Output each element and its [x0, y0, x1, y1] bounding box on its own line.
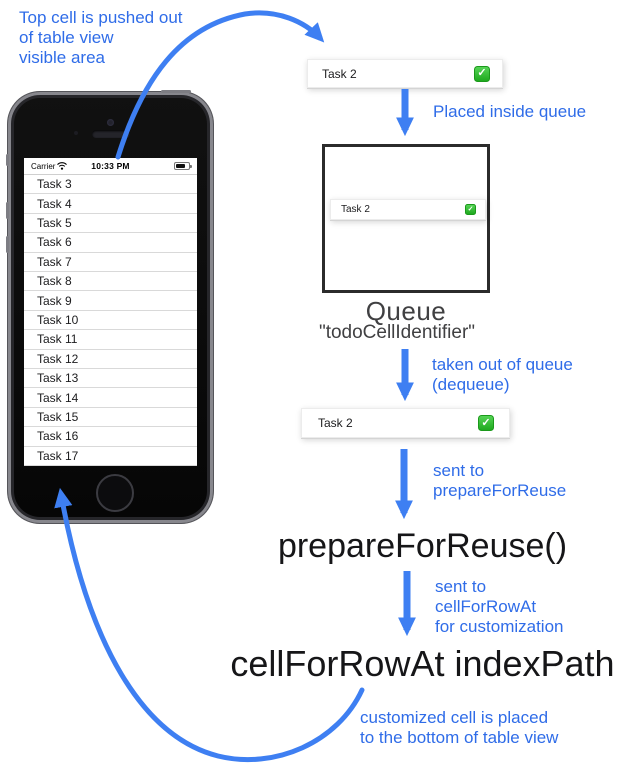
table-row-label: Task 12	[37, 351, 79, 366]
table-row[interactable]: Task 17	[24, 446, 197, 466]
table-row[interactable]: Task 7	[24, 252, 197, 273]
status-time: 10:33 PM	[91, 161, 130, 171]
status-bar: Carrier 10:33 PM	[24, 158, 197, 175]
checkbox-checked-icon[interactable]: ✓	[478, 415, 494, 431]
table-row[interactable]: Task 10	[24, 310, 197, 331]
note-dequeue: taken out of queue (dequeue)	[432, 355, 573, 395]
note-line: visible area	[19, 48, 105, 67]
table-row-label: Task 3	[37, 177, 72, 192]
table-row-label: Task 7	[37, 254, 72, 269]
home-button[interactable]	[96, 474, 134, 512]
queue-box: Task 2 ✓	[322, 144, 490, 293]
carrier-text: Carrier	[31, 161, 56, 171]
table-row-label: Task 13	[37, 371, 79, 386]
table-row-label: Task 15	[37, 410, 79, 425]
table-row-label: Task 9	[37, 293, 72, 308]
note-line: (dequeue)	[432, 375, 510, 394]
cell-label: Task 2	[318, 416, 353, 430]
table-row-label: Task 5	[37, 216, 72, 231]
note-line: sent to	[435, 577, 487, 596]
table-row-label: Task 4	[37, 196, 72, 211]
table-row[interactable]: Task 3	[24, 175, 197, 195]
note-line: to the bottom of table view	[360, 728, 559, 747]
queue-identifier: "todoCellIdentifier"	[318, 322, 476, 343]
note-customized-cell: customized cell is placed to the bottom …	[360, 708, 558, 748]
checkbox-checked-icon[interactable]: ✓	[474, 65, 490, 82]
power-button	[161, 90, 191, 93]
note-placed-inside-queue: Placed inside queue	[433, 102, 587, 121]
task-cell-in-queue: Task 2 ✓	[330, 199, 486, 220]
queue-title: Queue	[365, 296, 447, 326]
checkbox-checked-icon[interactable]: ✓	[465, 204, 476, 215]
table-row-label: Task 11	[37, 332, 78, 347]
sensor-dot	[74, 131, 78, 135]
battery-icon	[174, 162, 192, 170]
table-row-label: Task 8	[37, 274, 72, 289]
table-row-label: Task 17	[37, 448, 79, 463]
table-row[interactable]: Task 13	[24, 369, 197, 389]
mute-switch	[6, 154, 9, 166]
note-line: of table view	[19, 28, 114, 47]
cell-label: Task 2	[322, 66, 357, 81]
table-row[interactable]: Task 6	[24, 233, 197, 253]
note-line: sent to	[433, 461, 485, 480]
table-row-label: Task 10	[37, 313, 79, 328]
note-line: for customization	[435, 617, 564, 636]
note-line: Top cell is pushed out	[19, 8, 183, 27]
task-cell-detached: Task 2 ✓	[307, 59, 503, 88]
table-row-label: Task 16	[37, 429, 79, 444]
table-row[interactable]: Task 15	[24, 407, 197, 428]
volume-down-button	[6, 236, 9, 253]
task-cell-dequeued: Task 2 ✓	[301, 408, 510, 438]
table-row[interactable]: Task 4	[24, 194, 197, 214]
table-row[interactable]: Task 11	[24, 330, 197, 350]
wifi-icon	[57, 162, 68, 170]
method-prepareforreuse: prepareForReuse()	[277, 527, 568, 565]
table-row[interactable]: Task 12	[24, 349, 197, 370]
note-line: customized cell is placed	[360, 708, 549, 727]
table-row[interactable]: Task 9	[24, 291, 197, 311]
note-line: taken out of queue	[432, 355, 573, 374]
carrier-label: Carrier	[31, 161, 68, 171]
cell-label: Task 2	[341, 204, 370, 215]
table-row-label: Task 14	[37, 390, 79, 405]
method-cellforrowat: cellForRowAt indexPath	[230, 643, 615, 684]
volume-up-button	[6, 202, 9, 219]
table-row[interactable]: Task 5	[24, 213, 197, 234]
front-camera	[107, 119, 114, 126]
task-list: Task 3 Task 4 Task 5 Task 6 Task 7 Task 8 Task…	[24, 175, 197, 466]
note-sent-to-cellforrowat: sent to cellForRowAt for customization	[435, 577, 564, 637]
note-sent-to-prepare: sent to prepareForReuse	[433, 461, 566, 501]
table-row[interactable]: Task 8	[24, 272, 197, 292]
table-row[interactable]: Task 14	[24, 388, 197, 408]
table-row-label: Task 6	[37, 235, 72, 250]
table-row[interactable]: Task 16	[24, 427, 197, 447]
note-line: prepareForReuse	[433, 481, 567, 500]
note-top-cell-pushed: Top cell is pushed out of table view vis…	[19, 8, 183, 68]
note-line: cellForRowAt	[435, 597, 537, 616]
earpiece-speaker	[92, 130, 130, 138]
